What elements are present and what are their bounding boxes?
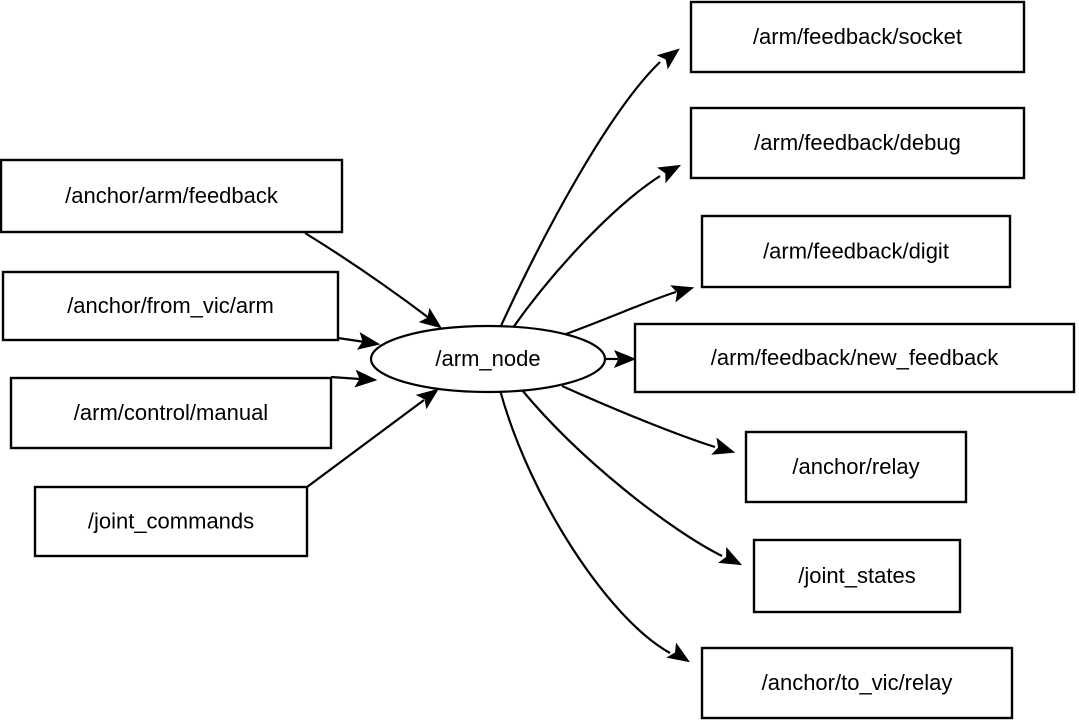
node-box[interactable] (9, 376, 333, 450)
edge-path (521, 389, 723, 557)
node-box[interactable] (0, 158, 344, 234)
node-box[interactable] (700, 214, 1012, 289)
edge-arm-node-to-arm-feedback-digit (565, 285, 695, 336)
edge-arm-node-to-arm-feedback-new-feedback (605, 350, 637, 368)
node-label: /joint_states (798, 563, 915, 588)
arrowhead-icon (711, 437, 736, 455)
topic-node-arm-control-manual[interactable]: /arm/control/manual (9, 376, 333, 450)
edge-path (330, 375, 361, 381)
topic-node-anchor-to-vic-relay[interactable]: /anchor/to_vic/relay (700, 646, 1014, 720)
node-label: /arm/feedback/debug (754, 130, 961, 155)
arrowhead-icon (613, 350, 637, 368)
edge-arm-node-to-arm-feedback-debug (511, 164, 682, 330)
edge-anchor-arm-feedback-to-arm-node (304, 232, 442, 329)
arrowhead-icon (656, 48, 680, 70)
topic-node-anchor-from-vic-arm[interactable]: /anchor/from_vic/arm (1, 270, 340, 342)
topic-node-joint-commands[interactable]: /joint_commands (33, 485, 309, 558)
edge-path (306, 399, 425, 488)
node-label: /joint_commands (88, 508, 254, 533)
arrowhead-icon (666, 642, 690, 663)
topic-node-arm-feedback-new-feedback[interactable]: /arm/feedback/new_feedback (633, 322, 1076, 394)
edges-layer (304, 48, 743, 663)
node-label: /arm/feedback/socket (753, 24, 962, 49)
node-box[interactable] (752, 538, 962, 614)
arrowhead-icon (418, 307, 442, 329)
node-box[interactable] (689, 0, 1026, 74)
edge-path (561, 384, 716, 449)
edge-path (498, 389, 671, 654)
topic-node-joint-states[interactable]: /joint_states (752, 538, 962, 614)
node-box[interactable] (1, 270, 340, 342)
topic-node-arm-feedback-socket[interactable]: /arm/feedback/socket (689, 0, 1026, 74)
topic-node-anchor-relay[interactable]: /anchor/relay (744, 430, 968, 504)
arrowhead-icon (670, 285, 695, 303)
node-box[interactable] (689, 106, 1026, 180)
arrowhead-icon (356, 332, 381, 350)
edge-path (565, 290, 677, 336)
arrowhead-icon (354, 369, 378, 388)
edge-path (499, 61, 661, 329)
node-label: /anchor/relay (792, 454, 919, 479)
node-label: /anchor/from_vic/arm (67, 293, 274, 318)
node-label: /arm/feedback/new_feedback (711, 345, 999, 370)
node-label: /arm/feedback/digit (763, 238, 949, 263)
node-label: /arm/control/manual (74, 400, 268, 425)
edge-path (511, 175, 661, 330)
arrowhead-icon (415, 388, 439, 410)
topic-node-arm-feedback-debug[interactable]: /arm/feedback/debug (689, 106, 1026, 180)
edge-arm-node-to-anchor-to-vic-relay (498, 389, 690, 663)
edge-arm-node-to-arm-feedback-socket (499, 48, 680, 329)
node-box[interactable] (33, 485, 309, 558)
edge-arm-node-to-anchor-relay (561, 384, 736, 455)
node-label: /anchor/arm/feedback (65, 183, 279, 208)
edge-arm-control-manual-to-arm-node (330, 369, 378, 388)
edge-arm-node-to-joint-states (521, 389, 743, 566)
node-box[interactable] (744, 430, 968, 504)
edge-path (337, 336, 366, 344)
arrowhead-icon (718, 546, 743, 566)
node-box[interactable] (633, 322, 1076, 394)
node-ellipse[interactable] (369, 324, 607, 394)
node-box[interactable] (700, 646, 1014, 720)
topic-node-arm-feedback-digit[interactable]: /arm/feedback/digit (700, 214, 1012, 289)
node-label: /anchor/to_vic/relay (762, 670, 953, 695)
center-node-arm-node[interactable]: /arm_node (369, 324, 607, 394)
topic-node-anchor-arm-feedback[interactable]: /anchor/arm/feedback (0, 158, 344, 234)
edge-joint-commands-to-arm-node (306, 388, 439, 488)
edge-path (304, 232, 434, 322)
node-label: /arm_node (435, 346, 540, 371)
edge-anchor-from-vic-arm-to-arm-node (337, 332, 381, 350)
arrowhead-icon (657, 164, 682, 184)
